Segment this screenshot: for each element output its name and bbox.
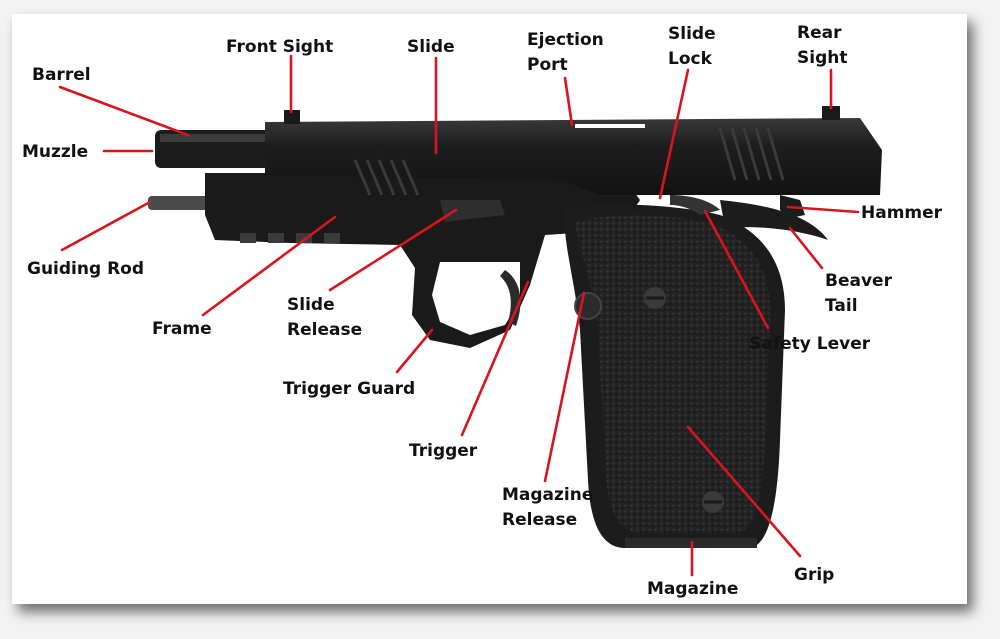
label-beaver-tail-line2: Tail xyxy=(825,296,858,316)
rear-sight-shape xyxy=(822,106,840,120)
label-magazine-release-line2: Release xyxy=(502,510,577,530)
label-trigger-guard: Trigger Guard xyxy=(283,379,415,399)
leader-grip xyxy=(686,425,802,558)
label-muzzle: Muzzle xyxy=(22,142,88,162)
beaver-tail-shape xyxy=(720,200,828,240)
rail-slot xyxy=(268,233,284,243)
front-sight-shape xyxy=(284,110,300,124)
leader-frame xyxy=(201,215,337,317)
slide-release-shape xyxy=(440,200,505,222)
rail-slot xyxy=(324,233,340,243)
trigger-guard-opening xyxy=(432,262,520,335)
pistol-illustration xyxy=(148,106,882,549)
leader-beaver-tail xyxy=(788,226,824,270)
safety-lever-shape xyxy=(670,195,720,215)
rail-slot xyxy=(296,233,312,243)
label-magazine-release-line1: Magazine xyxy=(502,485,593,505)
label-slide-lock-line2: Lock xyxy=(668,49,713,69)
ejection-port-shape xyxy=(575,124,645,128)
label-frame: Frame xyxy=(152,319,212,339)
leader-guiding-rod xyxy=(60,200,152,252)
leader-safety-lever xyxy=(703,209,770,330)
frame-shape xyxy=(205,173,640,348)
label-guiding-rod: Guiding Rod xyxy=(27,259,144,279)
leader-trigger xyxy=(460,280,530,437)
leader-magazine-release xyxy=(543,291,586,483)
label-rear-sight-line1: Rear xyxy=(797,23,842,43)
label-ejection-port-line1: Ejection xyxy=(527,30,604,50)
label-beaver-tail-line1: Beaver xyxy=(825,271,893,291)
leader-lines xyxy=(58,54,860,577)
part-labels: Barrel Muzzle Front Sight Slide Ejection… xyxy=(22,23,943,599)
leader-ejection-port xyxy=(563,76,574,127)
label-magazine: Magazine xyxy=(647,579,738,599)
label-hammer: Hammer xyxy=(861,203,943,223)
leader-trigger-guard xyxy=(395,328,434,374)
label-slide-release-line2: Release xyxy=(287,320,362,340)
label-trigger: Trigger xyxy=(409,441,478,461)
label-ejection-port-line2: Port xyxy=(527,55,568,75)
label-front-sight: Front Sight xyxy=(226,37,333,57)
leader-slide-lock xyxy=(658,68,690,200)
guiding-rod-shape xyxy=(148,196,210,210)
label-barrel: Barrel xyxy=(32,65,91,85)
leader-barrel xyxy=(58,85,190,137)
barrel-highlight xyxy=(160,134,265,142)
grip-panel-shape xyxy=(575,215,771,533)
label-slide-release-line1: Slide xyxy=(287,295,335,315)
slide-shape xyxy=(265,118,882,195)
label-safety-lever: Safety Lever xyxy=(749,334,871,354)
slide-serrations xyxy=(353,127,785,196)
label-rear-sight-line2: Sight xyxy=(797,48,847,68)
label-slide-lock-line1: Slide xyxy=(668,24,716,44)
leader-hammer xyxy=(786,205,860,214)
label-grip: Grip xyxy=(794,565,834,585)
leader-slide-release xyxy=(328,208,458,292)
label-slide: Slide xyxy=(407,37,455,57)
rail-slot xyxy=(240,233,256,243)
